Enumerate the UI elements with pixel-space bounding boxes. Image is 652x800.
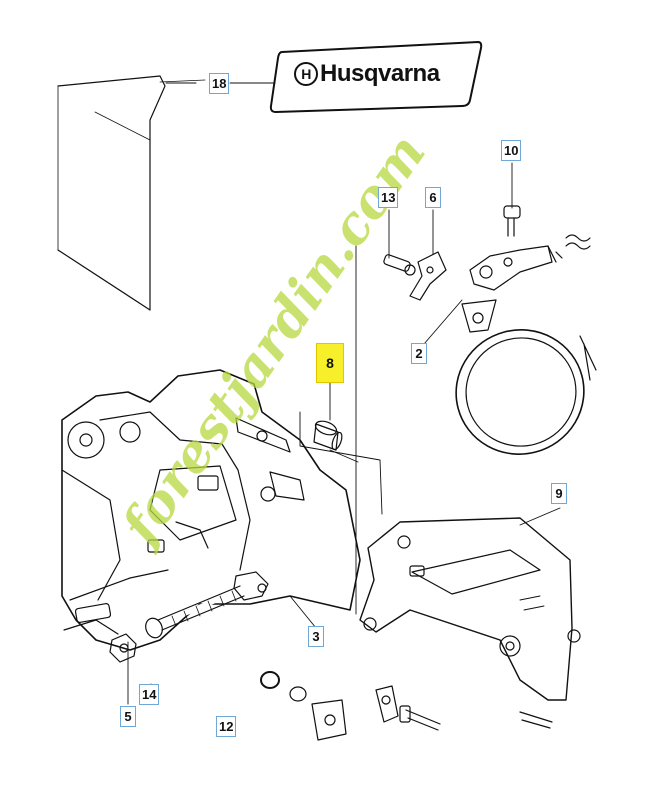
brake-pin-assembly (383, 251, 447, 301)
callout-2: 2 (411, 343, 427, 364)
brake-linkage (461, 205, 591, 333)
callout-5: 5 (120, 706, 136, 727)
bar-nut (109, 633, 137, 663)
callout-3: 3 (308, 626, 324, 647)
callout-10: 10 (501, 140, 522, 161)
brake-handle (359, 517, 573, 701)
callout-12: 12 (216, 716, 237, 737)
cover-panel (57, 75, 206, 311)
brake-band (455, 329, 597, 455)
brand-name: Husqvarna (320, 60, 440, 87)
reference-frame (299, 245, 383, 615)
logo-plate (269, 41, 483, 113)
spring-sleeve (313, 420, 343, 451)
brand-mark-icon: H (294, 62, 318, 86)
callout-14: 14 (139, 684, 160, 705)
callout-18: 18 (209, 73, 230, 94)
callout-13: 13 (378, 187, 399, 208)
callout-8-highlighted: 8 (316, 343, 344, 383)
tensioner-screw (145, 571, 269, 639)
main-housing (61, 369, 361, 651)
callout-9: 9 (551, 483, 567, 504)
small-hardware (260, 629, 581, 741)
callout-6: 6 (425, 187, 441, 208)
